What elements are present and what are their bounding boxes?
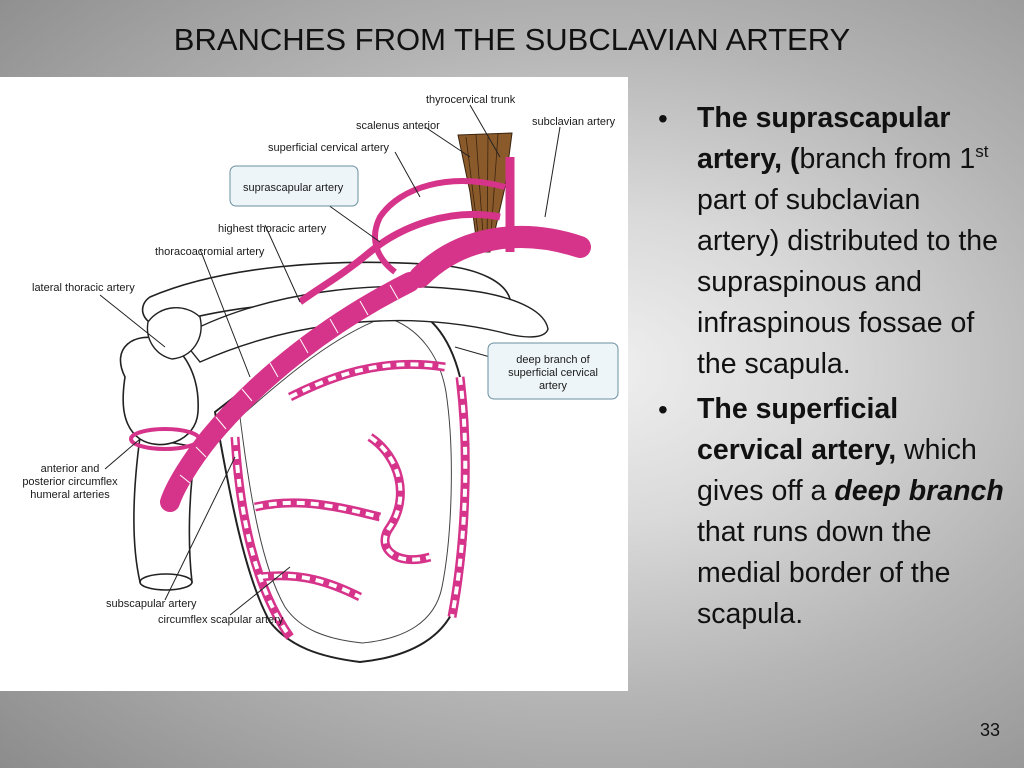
acromion [146,307,202,360]
bullet-2-text1: which gives off a [697,434,977,507]
superficial-cervical-artery-vessel [372,178,506,275]
label-thyrocervical-trunk: thyrocervical trunk [426,94,516,106]
anastomosis-dashes [233,362,468,639]
suprascapular-artery-vessel [297,210,501,305]
label-suprascapular-artery: suprascapular artery [243,182,344,194]
anatomy-figure: thyrocervical trunk scalenus anterior su… [0,77,628,691]
bullet-2-bold-italic: deep branch [834,475,1004,507]
subclavian-artery-vessel [409,226,591,288]
suprascapular-label-box [229,165,359,207]
humeral-head [119,336,199,446]
label-circumflex-humeral-line1: anterior and [41,463,100,475]
subclavian-branches-diagram: thyrocervical trunk scalenus anterior su… [22,94,619,664]
bullet-1-bold: The suprascapular artery, ( [697,102,951,175]
page-number: 33 [979,720,1000,740]
label-deep-branch-line2: superficial cervical [508,367,598,379]
axillary-tick-marks [179,284,399,484]
circumflex-humeral-vessel [129,427,201,451]
deep-branch-label-box [487,342,619,400]
bullet-item-suprascapular: • The suprascapular artery, (branch from … [656,98,1008,385]
label-deep-branch-line1: deep branch of [516,354,590,366]
scapula-outline [213,297,470,664]
label-subclavian-artery: subclavian artery [532,116,616,128]
label-circumflex-humeral-line3: humeral arteries [30,489,110,501]
bullet-dot: • [658,394,668,425]
bullet-2-bold: The superficial cervical artery, [697,393,899,466]
bullet-1-text2: part of subclavian artery) distributed t… [697,184,998,380]
bullet-2-text2: that runs down the medial border of the … [697,516,951,630]
bullet-item-superficial-cervical: • The superficial cervical artery, which … [656,389,1008,635]
label-highest-thoracic-artery: highest thoracic artery [218,223,327,235]
leader-lines [99,104,561,616]
bullet-1-text1: branch from 1 [799,143,976,175]
label-circumflex-scapular-artery: circumflex scapular artery [158,614,284,626]
bullet-dot: • [658,103,668,134]
bullet-1-sup: st [975,142,989,161]
label-subscapular-artery: subscapular artery [106,598,197,610]
label-circumflex-humeral-line2: posterior circumflex [22,476,118,488]
label-thoracoacromial-artery: thoracoacromial artery [155,246,265,258]
label-scalenus-anterior: scalenus anterior [356,120,440,132]
label-deep-branch-line3: artery [539,380,568,392]
humerus-shaft-end [139,573,193,591]
label-superficial-cervical-artery: superficial cervical artery [268,142,390,154]
label-lateral-thoracic-artery: lateral thoracic artery [32,282,135,294]
bullet-list: • The suprascapular artery, (branch from … [656,98,1008,639]
slide-title: BRANCHES FROM THE SUBCLAVIAN ARTERY [173,22,851,57]
scalenus-anterior-muscle [457,132,513,253]
